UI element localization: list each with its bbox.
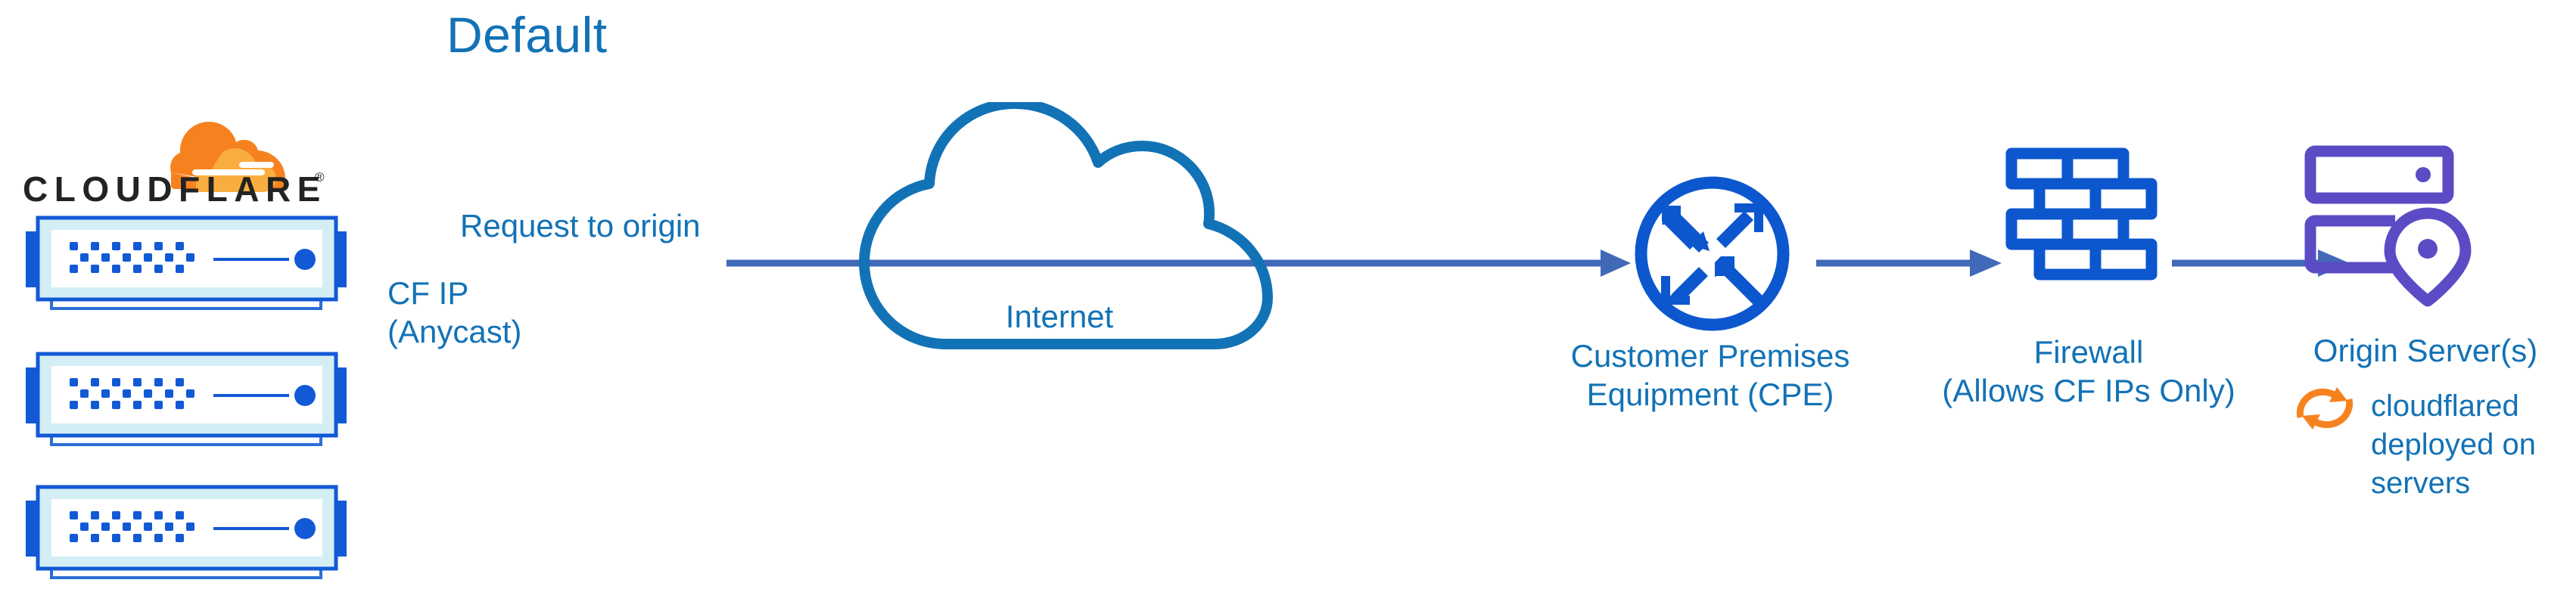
svg-text:®: ® bbox=[315, 170, 325, 185]
brick-wall-icon bbox=[2005, 147, 2164, 295]
label-request-to-origin: Request to origin bbox=[460, 208, 701, 243]
label-cloudflared-line2: deployed on bbox=[2371, 428, 2536, 462]
label-cf-ip-line1: CF IP bbox=[387, 275, 469, 311]
connector-arrow-cpe-to-firewall bbox=[1816, 240, 2005, 286]
label-cloudflared-line3: servers bbox=[2371, 467, 2471, 501]
cloudflare-edge-server bbox=[15, 482, 356, 587]
cloudflare-edge-server bbox=[15, 213, 356, 318]
label-cpe-line2: Equipment (CPE) bbox=[1586, 377, 1834, 413]
refresh-cycle-icon bbox=[2291, 378, 2358, 439]
label-cf-ip-line2: (Anycast) bbox=[387, 314, 522, 350]
label-cloudflared-line1: cloudflared bbox=[2371, 389, 2519, 423]
label-firewall-line1: Firewall bbox=[2033, 334, 2144, 370]
label-cpe: Customer Premises Equipment (CPE) bbox=[1529, 336, 1892, 414]
label-firewall: Firewall (Allows CF IPs Only) bbox=[1899, 333, 2278, 410]
label-internet: Internet bbox=[1005, 299, 1114, 334]
cloudflare-cloud-mark bbox=[170, 122, 285, 192]
label-origin-server: Origin Server(s) bbox=[2313, 333, 2538, 368]
router-icon bbox=[1631, 172, 1794, 335]
cloudflare-wordmark: CLOUDFLARE ® bbox=[23, 169, 327, 204]
cloudflare-edge-server bbox=[15, 349, 356, 454]
server-location-pin-icon bbox=[2304, 144, 2494, 310]
port-dot-grid bbox=[70, 242, 194, 273]
connector-arrow-edge-to-cpe bbox=[726, 240, 1635, 286]
label-firewall-line2: (Allows CF IPs Only) bbox=[1942, 373, 2235, 409]
page-title: Default bbox=[446, 7, 608, 63]
internet-cloud-icon bbox=[832, 98, 1286, 359]
label-cpe-line1: Customer Premises bbox=[1570, 338, 1850, 374]
label-cf-ip: CF IP (Anycast) bbox=[387, 274, 521, 351]
svg-text:CLOUDFLARE: CLOUDFLARE bbox=[23, 169, 327, 204]
label-cloudflared: cloudflared deployed on servers bbox=[2371, 387, 2536, 504]
cloudflare-logo: CLOUDFLARE ® bbox=[23, 106, 341, 204]
port-dot-grid bbox=[70, 511, 194, 542]
port-dot-grid bbox=[70, 378, 194, 409]
